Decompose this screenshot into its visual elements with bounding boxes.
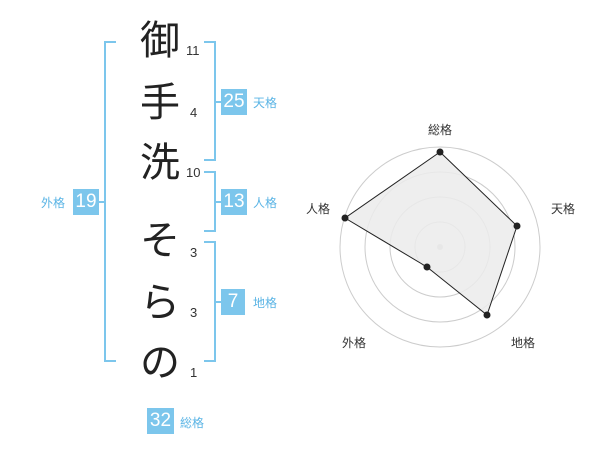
name-char-6: の xyxy=(140,340,180,386)
stroke-count-4: 3 xyxy=(190,245,198,260)
radar-axis-label-jinkaku: 人格 xyxy=(306,202,331,216)
name-char-3: 洗 xyxy=(140,140,180,186)
stroke-count-3: 10 xyxy=(186,165,201,180)
jinkaku-label: 人格 xyxy=(253,196,278,210)
name-char-4: そ xyxy=(140,218,180,264)
gaikaku-value-box: 19 xyxy=(73,189,99,215)
jinkaku-connector xyxy=(214,201,221,203)
radar-point-soukaku xyxy=(436,148,444,156)
soukaku-label: 総格 xyxy=(180,416,205,430)
radar-axis-label-soukaku: 総格 xyxy=(428,123,453,137)
stroke-count-6: 1 xyxy=(190,365,198,380)
gaikaku-connector xyxy=(99,201,106,203)
radar-axis-label-tenkaku: 天格 xyxy=(551,202,576,216)
tenkaku-label: 天格 xyxy=(253,96,278,110)
tenkaku-value-box: 25 xyxy=(221,89,247,115)
chikaku-connector xyxy=(214,301,221,303)
radar-point-tenkaku xyxy=(513,222,521,230)
jinkaku-value-box: 13 xyxy=(221,189,247,215)
radar-axis-label-gaikaku: 外格 xyxy=(342,336,367,350)
stroke-count-2: 4 xyxy=(190,105,198,120)
stroke-count-5: 3 xyxy=(190,305,198,320)
gaikaku-label: 外格 xyxy=(41,196,66,210)
name-char-1: 御 xyxy=(140,18,180,64)
radar-polygon xyxy=(344,151,518,316)
tenkaku-connector xyxy=(214,101,221,103)
radar-point-chikaku xyxy=(483,311,491,319)
radar-point-jinkaku xyxy=(341,214,349,222)
radar-point-gaikaku xyxy=(423,263,431,271)
stroke-count-1: 11 xyxy=(186,43,200,58)
name-char-5: ら xyxy=(140,280,180,326)
chikaku-value-box: 7 xyxy=(221,289,245,315)
radar-axis-label-chikaku: 地格 xyxy=(511,336,536,350)
radar-ring-1 xyxy=(339,146,541,348)
chikaku-label: 地格 xyxy=(253,296,278,310)
soukaku-value-box: 32 xyxy=(147,408,174,434)
name-char-2: 手 xyxy=(140,80,180,126)
